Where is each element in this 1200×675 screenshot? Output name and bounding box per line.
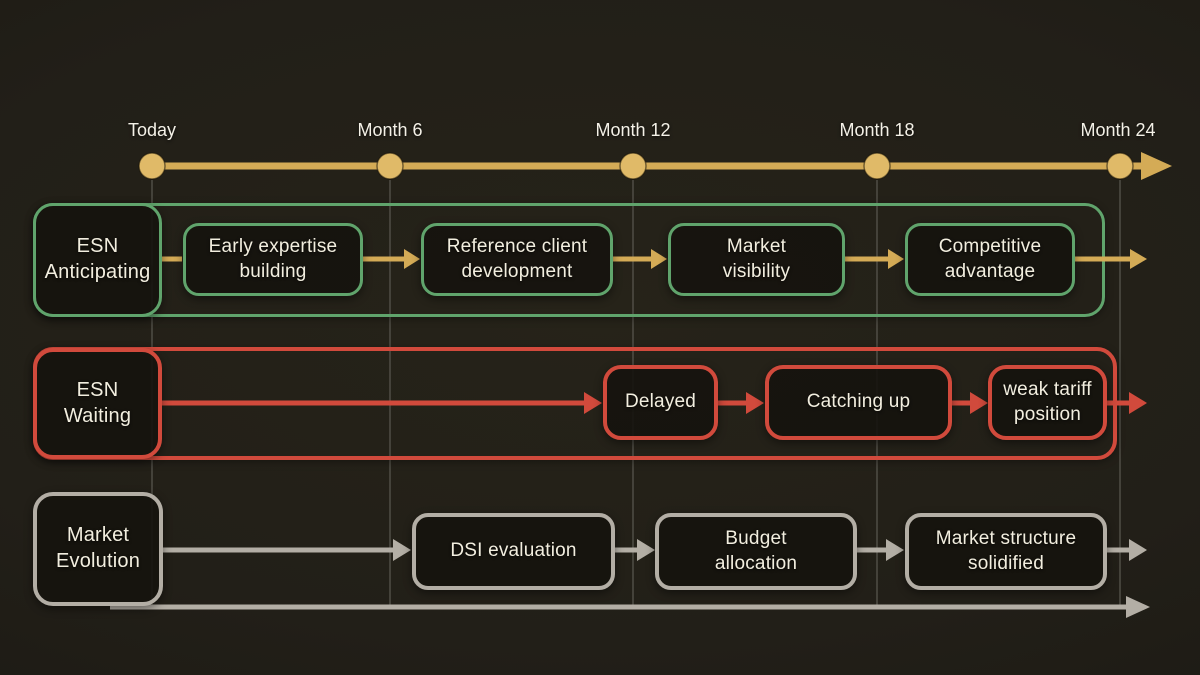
box-catching-up: Catching up bbox=[765, 365, 952, 440]
arrowhead-anticipating-3 bbox=[888, 249, 904, 269]
milestone-label-month6: Month 6 bbox=[357, 120, 423, 140]
milestone-label-today: Today bbox=[127, 120, 177, 140]
box-label: DSI evaluation bbox=[450, 540, 577, 562]
arrowhead-evolution-1 bbox=[393, 539, 411, 561]
lane-head-esn-anticipating: ESN Anticipating bbox=[33, 203, 162, 317]
box-label: Market structure solidified bbox=[935, 528, 1077, 574]
box-label: weak tariff position bbox=[1003, 379, 1092, 425]
lane-head-esn-waiting: ESN Waiting bbox=[33, 348, 162, 459]
box-delayed: Delayed bbox=[603, 365, 718, 440]
milestone-label-month12: Month 12 bbox=[595, 120, 671, 140]
box-budget-allocation: Budget allocation bbox=[655, 513, 857, 590]
box-label: Early expertise building bbox=[208, 236, 338, 282]
arrowhead-waiting-1 bbox=[746, 392, 764, 414]
box-market-structure-solidified: Market structure solidified bbox=[905, 513, 1107, 590]
milestone-label-month24: Month 24 bbox=[1080, 120, 1156, 140]
box-label: Budget allocation bbox=[714, 528, 798, 574]
box-competitive-advantage: Competitive advantage bbox=[905, 223, 1075, 296]
arrowhead-anticipating-exit bbox=[1130, 249, 1147, 269]
timeline-dot-month24 bbox=[1106, 152, 1134, 180]
box-label: Catching up bbox=[806, 391, 911, 413]
box-market-visibility: Market visibility bbox=[668, 223, 845, 296]
box-early-expertise-building: Early expertise building bbox=[183, 223, 363, 296]
lane-head-market-evolution: Market Evolution bbox=[33, 492, 163, 606]
timeline-arrowhead-icon bbox=[1141, 152, 1172, 180]
box-label: Market visibility bbox=[722, 236, 791, 282]
arrowhead-anticipating-1 bbox=[404, 249, 420, 269]
timeline-dot-month6 bbox=[376, 152, 404, 180]
lane-head-label: Market Evolution bbox=[55, 524, 141, 572]
milestone-label-month18: Month 18 bbox=[839, 120, 915, 140]
lane-head-label: ESN Waiting bbox=[63, 378, 132, 427]
box-label: Reference client development bbox=[446, 236, 588, 282]
box-label: Competitive advantage bbox=[938, 236, 1042, 282]
timeline-dot-today bbox=[138, 152, 166, 180]
timeline-dot-month18 bbox=[863, 152, 891, 180]
arrowhead-evolution-2 bbox=[637, 539, 655, 561]
arrowhead-waiting-exit bbox=[1129, 392, 1147, 414]
box-weak-tariff-position: weak tariff position bbox=[988, 365, 1107, 440]
timeline-dots bbox=[138, 152, 1134, 180]
arrowhead-evolution-baseline bbox=[1126, 596, 1150, 618]
box-label: Delayed bbox=[624, 391, 697, 413]
arrowhead-evolution-3 bbox=[886, 539, 904, 561]
lane-head-label: ESN Anticipating bbox=[44, 235, 151, 283]
box-dsi-evaluation: DSI evaluation bbox=[412, 513, 615, 590]
box-reference-client-development: Reference client development bbox=[421, 223, 613, 296]
arrowhead-evolution-exit bbox=[1129, 539, 1147, 561]
arrowhead-anticipating-2 bbox=[651, 249, 667, 269]
arrowhead-waiting-long bbox=[584, 392, 602, 414]
timeline-dot-month12 bbox=[619, 152, 647, 180]
arrowhead-waiting-2 bbox=[970, 392, 988, 414]
